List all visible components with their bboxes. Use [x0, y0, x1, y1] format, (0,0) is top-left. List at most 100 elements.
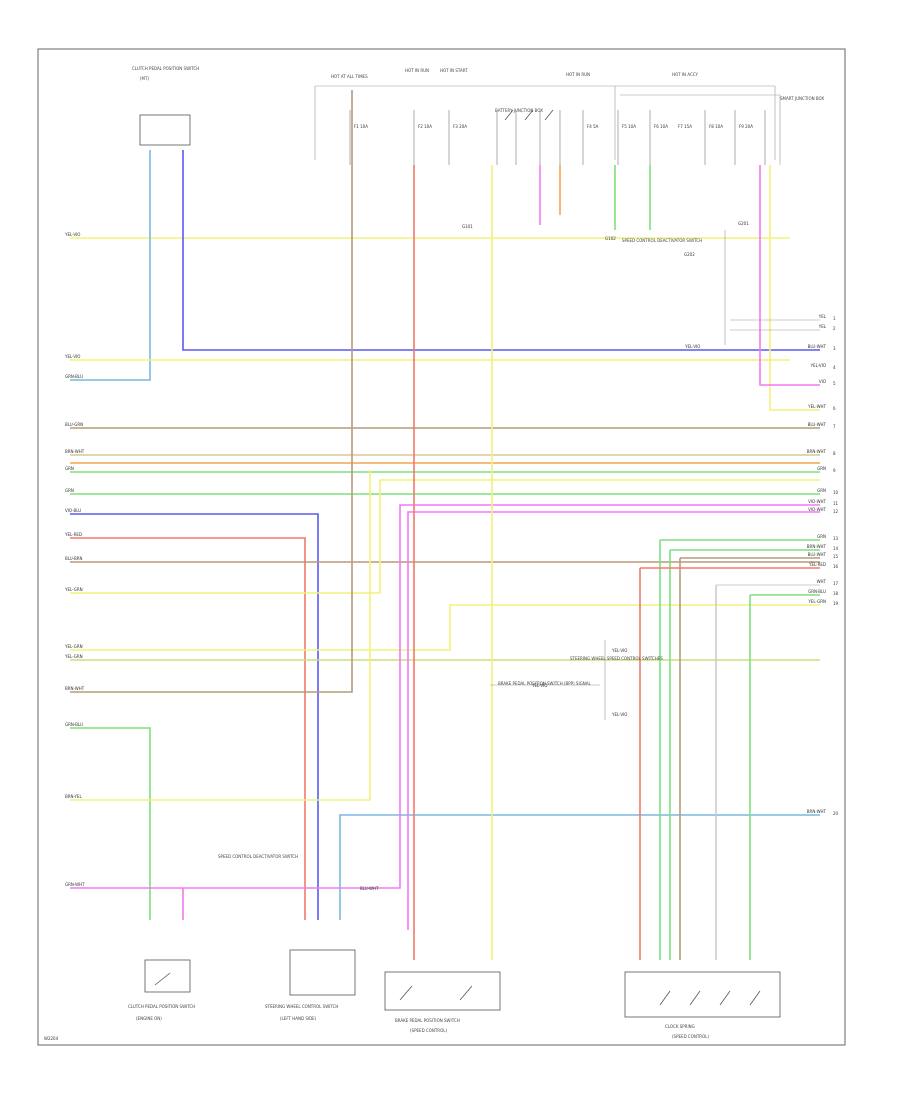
pin-number: 19	[833, 601, 839, 606]
left-wire-label: YEL-VIO	[64, 232, 80, 237]
bottom-center-sub: (SPEED CONTROL)	[410, 1028, 447, 1033]
fuse-label-3: F4 5A	[587, 124, 599, 129]
top-label-4: HOT IN ACCY	[672, 72, 698, 77]
pin-number: 11	[833, 501, 839, 506]
right-wire-label: YEL	[818, 314, 827, 319]
bottom-left-sub: (ENGINE ON)	[136, 1016, 162, 1021]
right-wire-label: BLU-WHT	[808, 422, 827, 427]
diagram-code: W2204	[44, 1036, 59, 1041]
bottom-right-component: CLOCK SPRING (SPEED CONTROL)	[624, 971, 781, 1039]
wires	[70, 90, 820, 960]
pin-number: 2	[833, 326, 836, 331]
right-wire-label: BRN-WHT	[807, 449, 827, 454]
right-wire-label: GRN-BLU	[808, 589, 826, 594]
left-wire-label: GRN	[65, 488, 74, 493]
right-wire-label: YEL-GRN	[807, 599, 826, 604]
left-wire-label: GRN-BLU	[65, 722, 83, 727]
top-label-5: SMART JUNCTION BOX	[780, 96, 824, 101]
pin-number: 7	[833, 424, 836, 429]
left-wire-label: BLU-GRN	[65, 422, 83, 427]
bottom-left-component: CLUTCH PEDAL POSITION SWITCH (ENGINE ON)	[128, 959, 195, 1021]
bottom-left-title: CLUTCH PEDAL POSITION SWITCH	[128, 1004, 195, 1009]
steering-note: STEERING WHEEL SPEED CONTROL SWITCHES	[570, 656, 663, 661]
pin-number: 1	[833, 316, 836, 321]
bottom-center-left-component: STEERING WHEEL CONTROL SWITCH (LEFT HAND…	[265, 949, 356, 1021]
left-wire-label: YEL-RED	[64, 532, 82, 537]
fuse-label-0: F1 10A	[354, 124, 368, 129]
pin-number: 17	[833, 581, 839, 586]
bottom-right-title: CLOCK SPRING	[665, 1024, 695, 1029]
pin-number: 20	[833, 811, 839, 816]
right-wire-label: YEL-RED	[808, 562, 826, 567]
bottom-right-sub: (SPEED CONTROL)	[672, 1034, 709, 1039]
right-wire-label: BLU-WHT	[808, 552, 827, 557]
pin-number: 9	[833, 468, 836, 473]
pin-number: 3	[833, 346, 836, 351]
pin-number: 4	[833, 365, 836, 370]
center-wire-label: YEL-VIO	[611, 712, 627, 717]
right-wire-label: GRN	[817, 466, 826, 471]
left-wire-label: YEL-VIO	[64, 354, 80, 359]
left-wire-label: BRN-YEL	[65, 794, 82, 799]
fuse-drops	[349, 110, 766, 165]
pin-number: 8	[833, 451, 836, 456]
pin-number: 13	[833, 536, 839, 541]
diagram-frame	[37, 48, 846, 1046]
middle-note: SPEED CONTROL DEACTIVATOR SWITCH	[622, 238, 702, 243]
left-wire-label: BLU-BRN	[65, 556, 83, 561]
left-wire-label: YEL-GRN	[64, 654, 83, 659]
relay-switch-icon	[504, 109, 554, 121]
left-wire-label: YEL-GRN	[64, 587, 83, 592]
pin-number: 12	[833, 509, 839, 514]
pin-number: 16	[833, 564, 839, 569]
pin-number: 5	[833, 381, 836, 386]
left-wire-label: GRN-BLU	[65, 374, 83, 379]
top-label-6: BATTERY JUNCTION BOX	[495, 108, 543, 113]
right-wire-label: YEL	[818, 324, 827, 329]
top-left-module-sub: (MT)	[140, 76, 149, 81]
pin-number: 14	[833, 546, 839, 551]
top-left-module-box	[139, 114, 191, 146]
center-note: BRAKE PEDAL POSITION SWITCH (BPP) SIGNAL	[498, 681, 591, 686]
right-pin-numbers: 1 2 3 4 5 6 7 8 9 10 11 12 13 14 15 16 1…	[833, 316, 839, 816]
ground-label: G201	[738, 221, 749, 226]
right-wire-label: BRN-WHT	[807, 544, 827, 549]
left-wire-labels: YEL-VIO YEL-VIO GRN-BLU BLU-GRN BRN-WHT …	[64, 232, 85, 887]
left-wire-label: VIO-BLU	[65, 508, 81, 513]
pin-number: 10	[833, 490, 839, 495]
right-wire-label: WHT	[817, 579, 827, 584]
pin-number: 18	[833, 591, 839, 596]
top-left-module: CLUTCH PEDAL POSITION SWITCH (MT)	[132, 66, 199, 146]
pin-number: 6	[833, 406, 836, 411]
fuse-label-2: F3 20A	[453, 124, 467, 129]
left-wire-label: BRN-WHT	[65, 449, 85, 454]
ground-label: G202	[684, 252, 695, 257]
fuse-label-6: F7 15A	[678, 124, 692, 129]
fuse-label-7: F8 10A	[709, 124, 723, 129]
bottom-center-title: BRAKE PEDAL POSITION SWITCH	[395, 1018, 460, 1023]
right-top-note: SPEED CONTROL DEACTIVATOR SWITCH	[218, 854, 298, 859]
right-wire-label: VIO-WHT	[808, 507, 826, 512]
left-wire-label: GRN-WHT	[65, 882, 85, 887]
left-wire-label: GRN	[65, 466, 74, 471]
right-wire-label: VIO-WHT	[808, 499, 826, 504]
thin-wires	[490, 230, 820, 720]
bottom-center-component: BRAKE PEDAL POSITION SWITCH (SPEED CONTR…	[384, 971, 501, 1033]
right-wire-label: YEL-WHT	[807, 404, 826, 409]
top-label-2: HOT IN START	[440, 68, 468, 73]
right-wire-label: GRN	[817, 488, 826, 493]
center-wire-label: YEL-VIO	[531, 683, 547, 688]
bottom-center-left-title: STEERING WHEEL CONTROL SWITCH	[265, 1004, 338, 1009]
ground-label: G101	[462, 224, 473, 229]
fuse-area: HOT AT ALL TIMES HOT IN RUN HOT IN START…	[314, 68, 824, 165]
left-wire-label: YEL-GRN	[64, 644, 83, 649]
right-wire-label: VIO	[819, 379, 826, 384]
right-wire-labels: YEL YEL BLU-WHT YEL-VIO VIO YEL-WHT BLU-…	[807, 314, 827, 814]
bottom-center-left-sub: (LEFT HAND SIDE)	[280, 1016, 317, 1021]
pin-number: 15	[833, 554, 839, 559]
right-wire-label: YEL-VIO	[810, 363, 826, 368]
right-wire-label: BRN-WHT	[807, 809, 827, 814]
fuse-label-1: F2 10A	[418, 124, 432, 129]
top-label-1: HOT IN RUN	[405, 68, 429, 73]
